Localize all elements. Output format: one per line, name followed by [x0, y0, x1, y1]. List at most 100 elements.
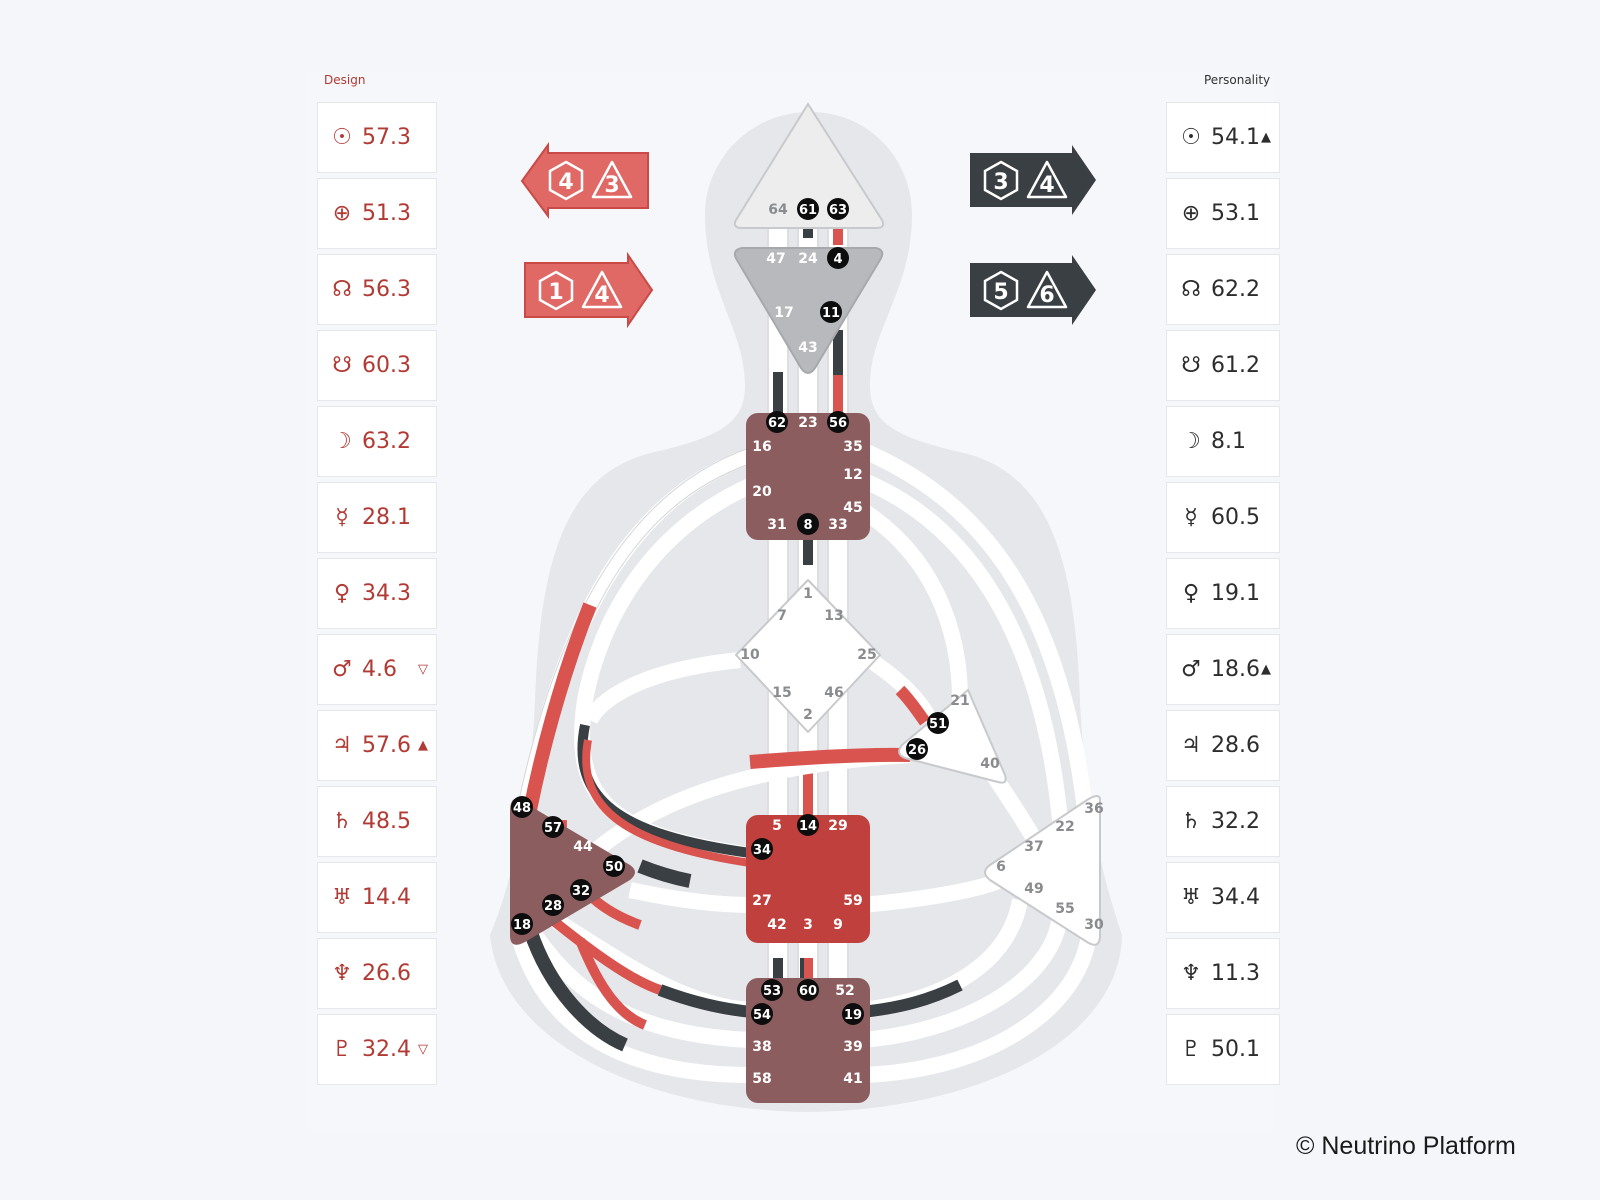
gate-throat: 31: [767, 517, 786, 533]
gate-head: 63: [829, 203, 847, 218]
personality-gate-line-value: 28.6: [1211, 733, 1260, 758]
personality-gate-line-value: 53.1: [1211, 201, 1260, 226]
design-row: ♅14.4: [317, 862, 437, 933]
copyright: © Neutrino Platform: [1296, 1132, 1516, 1160]
personality-row: ☋ 61.2: [1166, 330, 1280, 401]
design-row: ♆ 26.6: [317, 938, 437, 1009]
g-center: [735, 579, 881, 733]
planet-icon: ♄: [1181, 809, 1201, 834]
gate-heart: 40: [980, 756, 1000, 772]
exaltation-mark: ▲: [1261, 662, 1271, 677]
planet-icon: ⊕: [1181, 201, 1201, 226]
gate-throat: 33: [828, 517, 847, 533]
triangle-icon: [581, 270, 623, 309]
personality-row: ♆11.3: [1166, 938, 1280, 1009]
active-gate-dot: [766, 411, 788, 433]
gate-g: 2: [803, 707, 813, 723]
active-gate-dot: [827, 411, 849, 433]
gate-sacral: 27: [752, 893, 771, 909]
gate-heart: 26: [908, 743, 926, 758]
planet-icon: ♂: [332, 657, 352, 682]
triangle-icon: [591, 160, 633, 199]
hexagon-icon: [983, 160, 1019, 201]
design-gate-line-value: 26.6: [362, 961, 411, 986]
gate-g: 13: [824, 608, 843, 624]
personality-column: ☉54.1▲⊕53.1☊62.2☋61.2☽8.1☿60.5♀19.1♂18.6…: [1166, 102, 1280, 1090]
active-gate-dot: [827, 198, 849, 220]
gate-head: 61: [799, 203, 817, 218]
gate-throat: 20: [752, 484, 772, 500]
design-title: Design: [324, 73, 366, 87]
active-gate-dot: [751, 1003, 773, 1025]
exaltation-mark: ▽: [418, 662, 428, 677]
gate-root: 54: [753, 1008, 771, 1023]
design-row: ☽63.2: [317, 406, 437, 477]
gate-throat: 45: [843, 500, 862, 516]
planet-icon: ♀: [1182, 581, 1200, 606]
planet-icon: ♇: [332, 1037, 352, 1062]
gate-spleen: 44: [573, 839, 593, 855]
triangle-icon: [1026, 270, 1068, 309]
gate-root: 53: [763, 984, 781, 999]
sacral-center: [746, 815, 870, 943]
design-top-tri-value: 3: [604, 173, 619, 198]
personality-gate-line-value: 54.1: [1211, 125, 1260, 150]
gate-head: 64: [768, 202, 788, 218]
root-center: [746, 978, 870, 1103]
design-gate-line-value: 60.3: [362, 353, 411, 378]
active-gate-dot: [751, 838, 773, 860]
planet-icon: ♇: [1181, 1037, 1201, 1062]
gate-root: 52: [835, 983, 854, 999]
personality-top-tri-value: 4: [1039, 173, 1054, 198]
gate-throat: 12: [843, 467, 862, 483]
gate-sacral: 5: [772, 818, 782, 834]
gate-root: 19: [844, 1008, 862, 1023]
active-gate-dot: [827, 247, 849, 269]
gate-root: 41: [843, 1071, 862, 1087]
gate-root: 38: [752, 1039, 771, 1055]
personality-gate-line-value: 18.6: [1211, 657, 1260, 682]
personality-row: ☊ 62.2: [1166, 254, 1280, 325]
gate-sacral: 34: [753, 843, 771, 858]
personality-gate-line-value: 62.2: [1211, 277, 1260, 302]
design-gate-line-value: 14.4: [362, 885, 411, 910]
planet-icon: ☊: [1181, 277, 1201, 302]
personality-bottom-tri-value: 6: [1039, 283, 1054, 308]
planet-icon: ♅: [1181, 885, 1201, 910]
gate-g: 10: [740, 647, 760, 663]
personality-row: ♃ 28.6: [1166, 710, 1280, 781]
personality-gate-line-value: 32.2: [1211, 809, 1260, 834]
planet-icon: ☉: [332, 125, 352, 150]
gate-ajna: 11: [822, 306, 840, 321]
design-top-hex-value: 4: [558, 170, 573, 195]
gate-spleen: 57: [544, 821, 562, 836]
gate-g: 7: [777, 608, 787, 624]
design-row: ♄48.5: [317, 786, 437, 857]
gate-throat: 16: [752, 439, 771, 455]
planet-icon: ☋: [1181, 353, 1201, 378]
planet-icon: ♃: [332, 733, 352, 758]
planet-icon: ♆: [332, 961, 352, 986]
triangle-icon: [1026, 160, 1068, 199]
design-gate-line-value: 48.5: [362, 809, 411, 834]
gate-root: 60: [799, 984, 817, 999]
active-gate-dot: [797, 513, 819, 535]
exaltation-mark: ▲: [1261, 130, 1271, 145]
gate-solar: 36: [1084, 801, 1103, 817]
gate-sacral: 3: [803, 917, 813, 933]
active-gate-dot: [603, 855, 625, 877]
personality-gate-line-value: 61.2: [1211, 353, 1260, 378]
design-row: ♂4.6▽: [317, 634, 437, 705]
design-bottom-tri-value: 4: [594, 283, 609, 308]
hexagon-icon: [548, 160, 584, 201]
centers: [510, 102, 1101, 1103]
design-gate-line-value: 57.3: [362, 125, 411, 150]
personality-row: ☽8.1: [1166, 406, 1280, 477]
gate-solar: 55: [1055, 901, 1074, 917]
design-row: ☿28.1: [317, 482, 437, 553]
design-bottom-hex-value: 1: [548, 280, 563, 305]
gate-g: 15: [772, 685, 791, 701]
personality-title: Personality: [1204, 73, 1271, 87]
planet-icon: ♃: [1181, 733, 1201, 758]
personality-gate-line-value: 11.3: [1211, 961, 1260, 986]
